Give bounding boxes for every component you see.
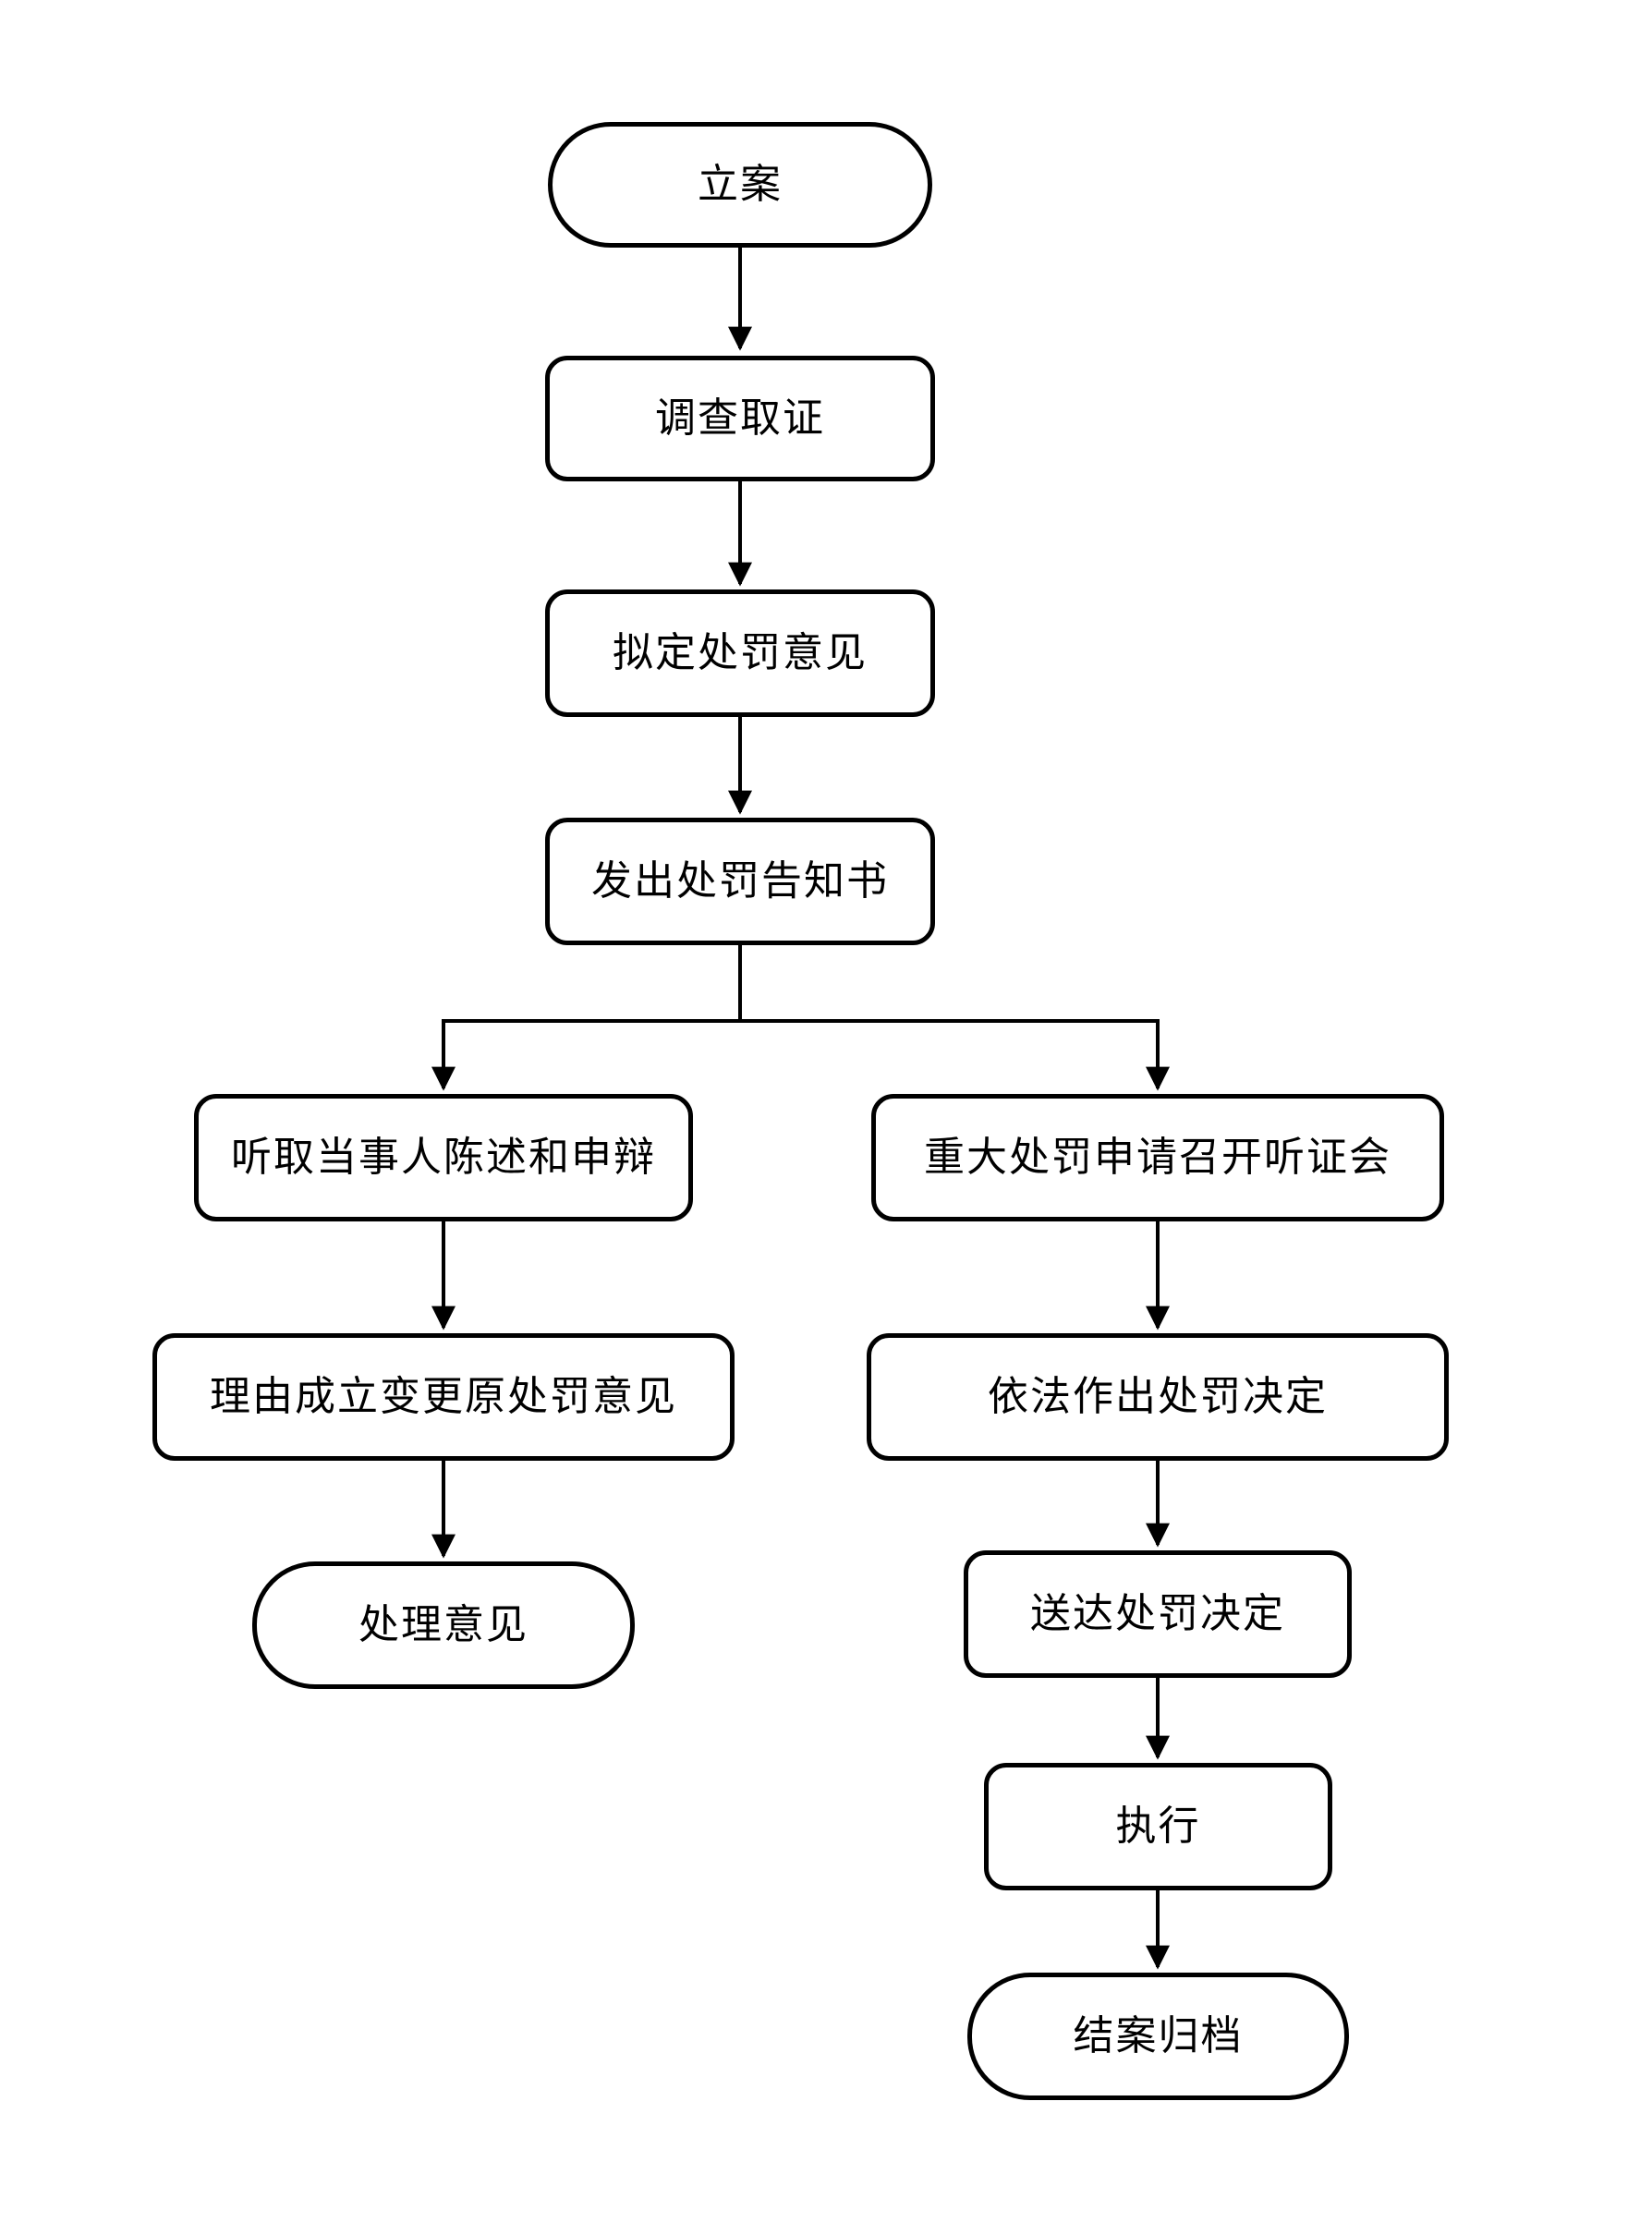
node-draft-penalty-opinion: 拟定处罚意见	[545, 589, 935, 717]
node-case-filing-label: 立案	[698, 161, 783, 207]
node-issue-penalty-notice: 发出处罚告知书	[545, 818, 935, 945]
node-major-penalty-hearing-label: 重大处罚申请召开听证会	[924, 1134, 1391, 1180]
node-hear-statement-defense-label: 听取当事人陈述和申辩	[231, 1134, 656, 1180]
node-close-and-archive-label: 结案归档	[1073, 2012, 1244, 2059]
node-execution-label: 执行	[1115, 1803, 1201, 1849]
node-investigation: 调查取证	[545, 356, 935, 481]
node-make-penalty-decision-label: 依法作出处罚决定	[988, 1373, 1328, 1419]
node-hear-statement-defense: 听取当事人陈述和申辩	[194, 1094, 693, 1221]
node-change-original-opinion-label: 理由成立变更原处罚意见	[210, 1373, 677, 1419]
node-case-filing: 立案	[548, 122, 932, 248]
node-change-original-opinion: 理由成立变更原处罚意见	[152, 1333, 735, 1461]
node-issue-penalty-notice-label: 发出处罚告知书	[591, 857, 889, 904]
node-make-penalty-decision: 依法作出处罚决定	[867, 1333, 1449, 1461]
node-investigation-label: 调查取证	[655, 395, 825, 441]
node-draft-penalty-opinion-label: 拟定处罚意见	[613, 629, 868, 675]
node-deliver-penalty-decision: 送达处罚决定	[964, 1550, 1352, 1678]
node-execution: 执行	[984, 1763, 1332, 1890]
node-deliver-penalty-decision-label: 送达处罚决定	[1030, 1590, 1285, 1636]
node-major-penalty-hearing: 重大处罚申请召开听证会	[871, 1094, 1444, 1221]
node-handling-opinion-label: 处理意见	[358, 1601, 528, 1647]
node-close-and-archive: 结案归档	[967, 1973, 1349, 2100]
node-handling-opinion: 处理意见	[252, 1561, 635, 1689]
